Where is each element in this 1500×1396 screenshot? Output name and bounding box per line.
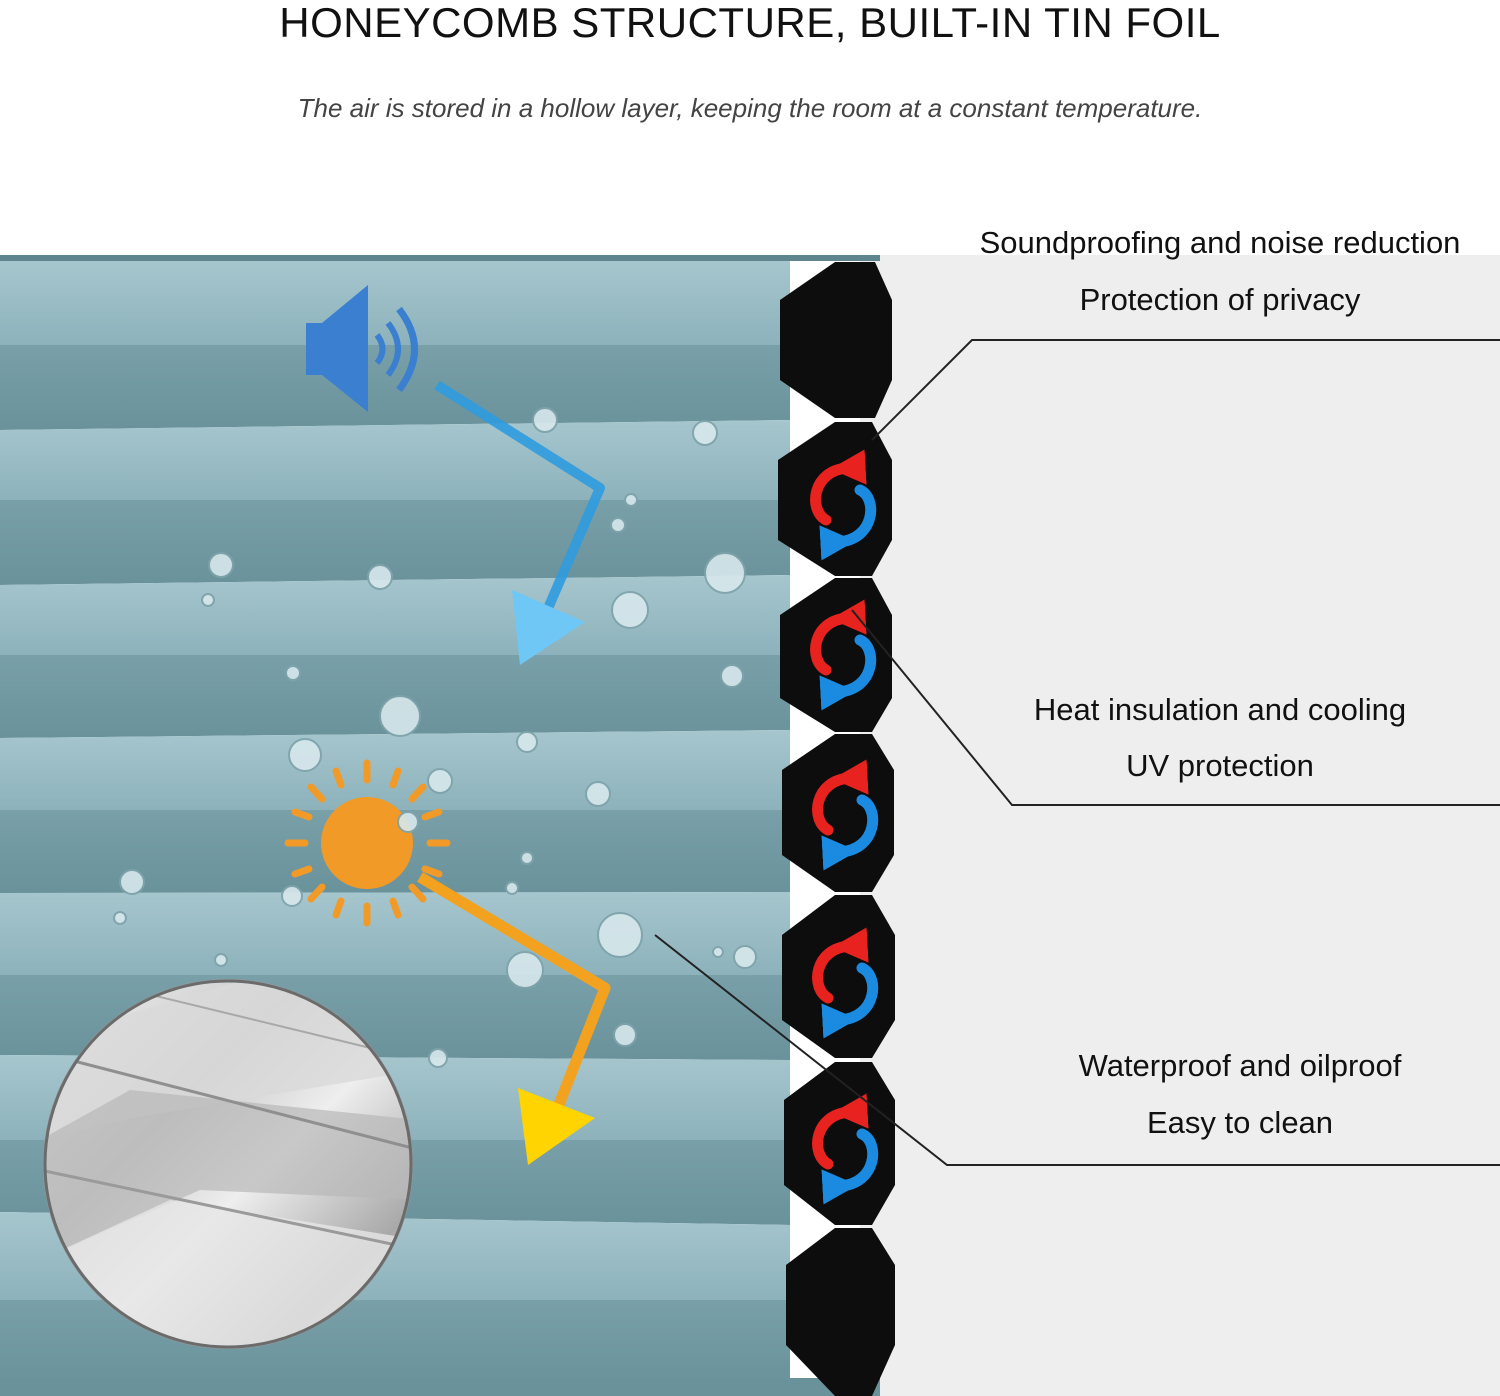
air-circulation-icons: [810, 449, 879, 1205]
background-panel: [860, 255, 1500, 1396]
feature-privacy: Protection of privacy: [1079, 282, 1361, 317]
feature-easy-clean: Easy to clean: [1146, 1105, 1334, 1140]
tin-foil-closeup: [43, 979, 413, 1349]
heat-arrow: [417, 872, 611, 1165]
sound-arrow: [434, 380, 605, 665]
page-title: HONEYCOMB STRUCTURE, BUILT-IN TIN FOIL: [279, 0, 1221, 46]
water-drops: [113, 407, 757, 1068]
sun-icon: [284, 759, 451, 927]
speaker-icon: [306, 285, 418, 412]
feature-uv-protection: UV protection: [1126, 748, 1314, 783]
feature-soundproofing: Soundproofing and noise reduction: [979, 225, 1461, 260]
honeycomb-shade-illustration: [0, 255, 1500, 1396]
callout-lines: [654, 339, 1500, 1166]
page-subtitle: The air is stored in a hollow layer, kee…: [297, 93, 1203, 123]
feature-waterproof: Waterproof and oilproof: [1078, 1048, 1402, 1083]
feature-heat-insulation: Heat insulation and cooling: [1033, 692, 1407, 727]
